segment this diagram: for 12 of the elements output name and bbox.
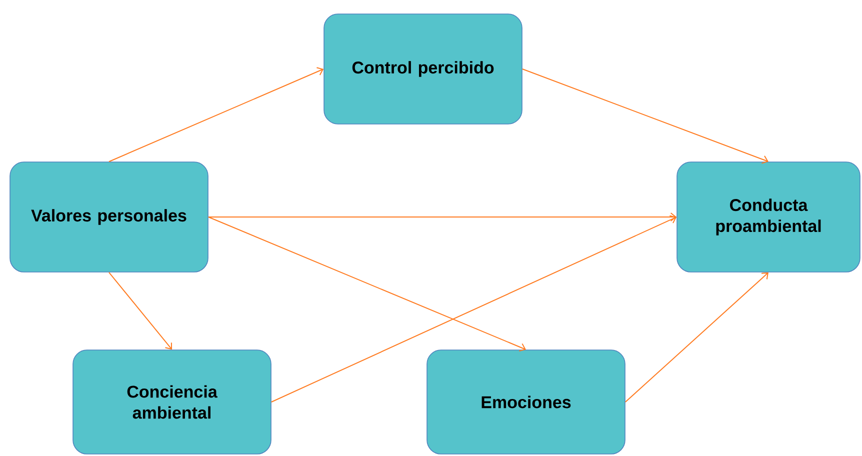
arrow	[208, 212, 677, 222]
concept-box: Conducta proambiental	[676, 162, 860, 272]
arrow	[108, 272, 172, 350]
concept-box: Conciencia ambiental	[72, 350, 272, 454]
arrow	[270, 215, 677, 402]
concept-box: Emociones	[426, 350, 626, 454]
concept-box: Valores personales	[10, 162, 208, 272]
arrow	[108, 67, 324, 162]
arrow	[208, 216, 526, 352]
concept-box: Control percibido	[324, 14, 522, 124]
arrow	[624, 272, 768, 402]
arrow	[522, 68, 768, 164]
